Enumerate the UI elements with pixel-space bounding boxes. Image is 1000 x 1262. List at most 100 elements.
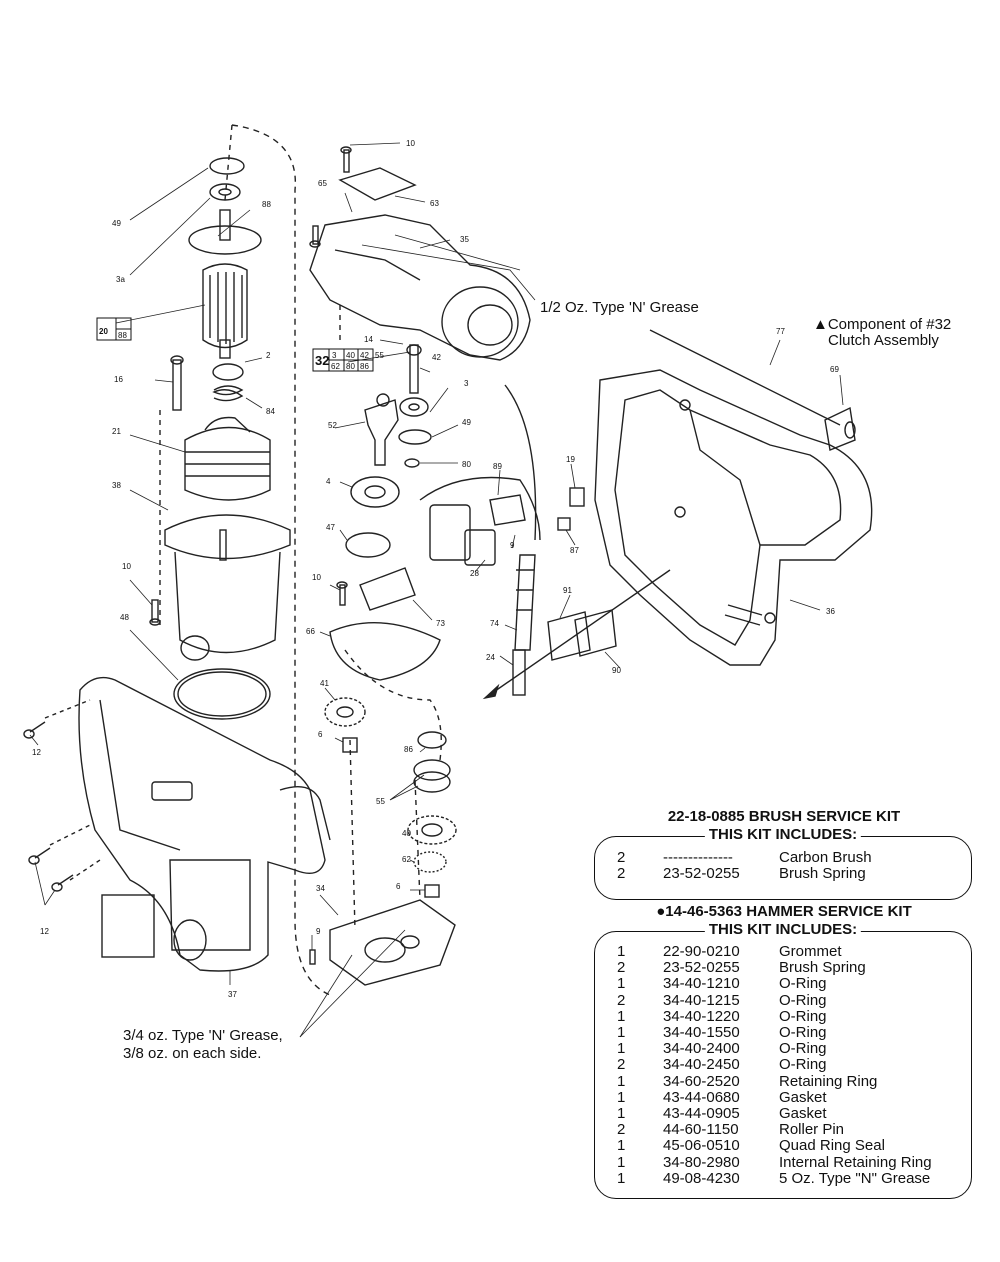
wire-lead bbox=[419, 384, 541, 541]
shaft-42 bbox=[406, 344, 422, 394]
part-label: 89 bbox=[493, 462, 502, 471]
bearing-3a bbox=[209, 183, 241, 201]
part-label: 65 bbox=[318, 179, 327, 188]
gear-40 bbox=[407, 815, 457, 845]
part-label: 37 bbox=[228, 990, 237, 999]
kit-row-description: O-Ring bbox=[779, 1040, 827, 1058]
part-label: 91 bbox=[563, 586, 572, 595]
kit-row-qty: 1 bbox=[617, 1153, 626, 1171]
washer-86 bbox=[417, 731, 447, 749]
kit-row-qty: 1 bbox=[617, 1169, 626, 1187]
part-label: 55 bbox=[376, 797, 385, 806]
gasket-66 bbox=[329, 622, 441, 681]
switch-28 bbox=[429, 504, 496, 566]
part-label: 21 bbox=[112, 427, 121, 436]
part-label: 86 bbox=[404, 745, 413, 754]
kit-row-part-number: 34-40-2450 bbox=[663, 1056, 740, 1074]
kit-row-part-number: 43-44-0905 bbox=[663, 1105, 740, 1122]
hammer-kit-includes: THIS KIT INCLUDES: bbox=[704, 921, 862, 938]
brush-service-kit: 22-18-0885 BRUSH SERVICE KIT THIS KIT IN… bbox=[594, 808, 972, 900]
kit-row-description: Brush Spring bbox=[779, 959, 866, 977]
kit-row-description: Internal Retaining Ring bbox=[779, 1153, 932, 1171]
kit-row-part-number: 22-90-0210 bbox=[663, 943, 740, 960]
part-label: 6 bbox=[396, 882, 401, 891]
cord-protector-74 bbox=[514, 554, 536, 651]
trigger-89 bbox=[489, 494, 526, 526]
part-label: 10 bbox=[312, 573, 321, 582]
gear-41 bbox=[324, 697, 366, 727]
kit-row-part-number: 34-40-1210 bbox=[663, 975, 740, 993]
callout-32-d: 55 bbox=[375, 351, 384, 360]
part-label: 80 bbox=[462, 460, 471, 469]
part-label: 3a bbox=[116, 275, 125, 284]
part-label: 42 bbox=[432, 353, 441, 362]
kit-row-description: Retaining Ring bbox=[779, 1072, 878, 1090]
kit-row-part-number: 34-40-1215 bbox=[663, 991, 740, 1009]
bearing-2 bbox=[212, 363, 244, 381]
kit-row-description: Carbon Brush bbox=[779, 849, 872, 866]
part-label: 41 bbox=[320, 679, 329, 688]
callout-20-main: 20 bbox=[99, 327, 108, 336]
part-label: 38 bbox=[112, 481, 121, 490]
kit-row-part-number: 23-52-0255 bbox=[663, 959, 740, 977]
screw-12-a bbox=[23, 721, 46, 739]
part-label: 24 bbox=[486, 653, 495, 662]
gear-housing-35 bbox=[309, 214, 531, 361]
callout-32-a: 3 bbox=[332, 351, 337, 360]
screw-10-lower bbox=[336, 581, 348, 606]
label-plate bbox=[101, 894, 155, 958]
kit-row-description: Quad Ring Seal bbox=[779, 1137, 885, 1155]
kit-row-description: Gasket bbox=[779, 1088, 827, 1106]
part-label: 52 bbox=[328, 421, 337, 430]
kit-row-description: O-Ring bbox=[779, 991, 827, 1009]
kit-row-part-number: -------------- bbox=[663, 849, 733, 866]
kit-row-qty: 1 bbox=[617, 943, 626, 960]
screw-16 bbox=[170, 355, 184, 411]
gear-case-34 bbox=[329, 899, 456, 986]
bushing-6-lower bbox=[424, 884, 440, 898]
kit-row-qty: 1 bbox=[617, 1072, 626, 1090]
latch-69 bbox=[824, 406, 856, 451]
part-label: 10 bbox=[406, 139, 415, 148]
kit-row-qty: 1 bbox=[617, 1007, 626, 1025]
part-label: 10 bbox=[122, 562, 131, 571]
o-ring-49-mid bbox=[398, 429, 432, 445]
brush-kit-includes: THIS KIT INCLUDES: bbox=[704, 826, 862, 843]
kit-row-description: Grommet bbox=[779, 943, 842, 960]
kit-row-part-number: 34-40-1550 bbox=[663, 1024, 740, 1041]
o-ring-48 bbox=[173, 668, 271, 720]
kit-row-qty: 2 bbox=[617, 959, 626, 977]
part-label: 36 bbox=[826, 607, 835, 616]
callout-32-c: 42 bbox=[360, 351, 369, 360]
part-label: 49 bbox=[462, 418, 471, 427]
callout-32-e: 62 bbox=[331, 362, 340, 371]
hammer-service-kit: ●14-46-5363 HAMMER SERVICE KIT THIS KIT … bbox=[594, 903, 972, 1199]
arrow-cord bbox=[482, 569, 671, 700]
callout-box-32: 32 3 40 42 55 62 80 86 bbox=[312, 348, 384, 372]
callout-20-sub: 88 bbox=[118, 331, 127, 340]
part-label: 3 bbox=[464, 379, 469, 388]
part-label: 63 bbox=[430, 199, 439, 208]
part-label: 2 bbox=[266, 351, 271, 360]
kit-row-description: Brush Spring bbox=[779, 865, 866, 883]
part-label: 12 bbox=[40, 927, 49, 936]
kit-row-description: O-Ring bbox=[779, 1024, 827, 1041]
kit-row-qty: 2 bbox=[617, 1056, 626, 1074]
callout-box-20: 20 88 bbox=[96, 317, 132, 341]
part-label: 47 bbox=[326, 523, 335, 532]
part-label: 28 bbox=[470, 569, 479, 578]
kit-row-qty: 1 bbox=[617, 975, 626, 993]
armature-fan-88 bbox=[188, 209, 262, 359]
kit-row-description: Gasket bbox=[779, 1105, 827, 1122]
side-housing-36 bbox=[594, 369, 873, 666]
grease-note-top: 1/2 Oz. Type 'N' Grease bbox=[540, 299, 699, 316]
clutch-55 bbox=[413, 759, 451, 793]
handle-housing-37 bbox=[78, 676, 331, 972]
field-21 bbox=[184, 416, 271, 501]
callout-32-b: 40 bbox=[346, 351, 355, 360]
part-label: 9 bbox=[510, 541, 515, 550]
part-label: 87 bbox=[570, 546, 579, 555]
part-label: 49 bbox=[112, 219, 121, 228]
